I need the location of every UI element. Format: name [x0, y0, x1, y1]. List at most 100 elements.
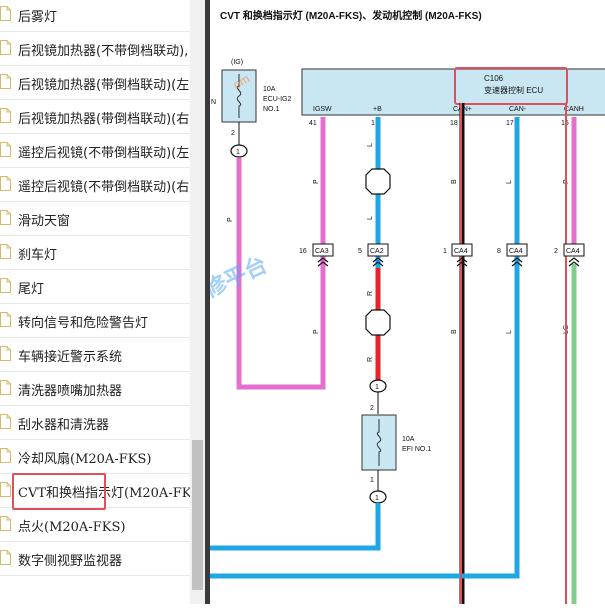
- pin-number-18: 18: [450, 120, 458, 127]
- sidebar-item[interactable]: 刹车灯: [0, 236, 190, 270]
- sidebar-item-label: 滑动天窗: [18, 214, 71, 229]
- pin-number-15: 15: [561, 120, 569, 127]
- document-icon: [0, 142, 11, 157]
- fuse2-pin-2: 2: [370, 405, 374, 412]
- selection-highlight: [12, 473, 106, 510]
- connector-ca2: CA2: [367, 243, 389, 267]
- connector-pin-2: 2: [554, 248, 558, 255]
- document-icon: [0, 40, 11, 55]
- sidebar-item-label: 后视镜加热器(不带倒档联动),: [18, 44, 189, 59]
- sidebar-item[interactable]: 数字侧视野监视器: [0, 542, 190, 576]
- connector-pin-16: 16: [299, 248, 307, 255]
- document-icon: [0, 414, 11, 429]
- sidebar: 后雾灯后视镜加热器(不带倒档联动), 后视镜加热器(带倒档联动)(左) 后视镜加热器…: [0, 0, 205, 604]
- wire-color-l1: L: [367, 143, 374, 147]
- sidebar-item-label: 点火(M20A-FKS): [18, 520, 126, 535]
- document-icon: [0, 176, 11, 191]
- document-icon: [0, 312, 11, 327]
- ecu-name: 变速器控制 ECU: [484, 85, 543, 95]
- sidebar-item[interactable]: 遥控后视镜(不带倒档联动)(右): [0, 168, 190, 202]
- pin-number-1: 1: [371, 120, 375, 127]
- document-icon: [0, 346, 11, 361]
- fuse2-pin-1: 1: [370, 477, 374, 484]
- wire-color-p3: P: [313, 329, 320, 334]
- sidebar-item-label: 车辆接近警示系统: [18, 350, 123, 365]
- connector-ca4-can-plus: CA4: [451, 243, 473, 267]
- document-icon: [0, 482, 11, 497]
- sidebar-item-label: 遥控后视镜(不带倒档联动)(左): [18, 146, 190, 161]
- pin-igsw: IGSW: [313, 106, 332, 113]
- sidebar-item[interactable]: 滑动天窗: [0, 202, 190, 236]
- document-icon: [0, 278, 11, 293]
- fuse2-symbol: [376, 419, 382, 466]
- sidebar-item-label: 后视镜加热器(带倒档联动)(右): [18, 112, 190, 127]
- ecu-highlight-box: [454, 67, 568, 105]
- pin-canh: CANH: [564, 106, 584, 113]
- sidebar-item-label: 后雾灯: [18, 10, 58, 25]
- sidebar-item-label: 遥控后视镜(不带倒档联动)(右): [18, 180, 190, 195]
- document-icon: [0, 244, 11, 259]
- sidebar-item-label: 尾灯: [18, 282, 45, 297]
- wire-color-p2: P: [313, 179, 320, 184]
- connector-ca4-canh: CA4: [563, 243, 585, 267]
- document-icon: [0, 380, 11, 395]
- wire-color-b1: B: [451, 179, 458, 184]
- wire-can-minus-blue: [210, 117, 520, 579]
- wire-color-r1: R: [367, 291, 374, 296]
- sidebar-item-label: 冷却风扇(M20A-FKS): [18, 452, 152, 467]
- wire-color-l3: L: [506, 180, 513, 184]
- sidebar-item-label: 后视镜加热器(带倒档联动)(左): [18, 78, 190, 93]
- fuse1-no: NO.1: [263, 106, 279, 113]
- connector-ca3: CA3: [312, 243, 334, 267]
- sidebar-item[interactable]: 遥控后视镜(不带倒档联动)(左): [0, 134, 190, 168]
- document-icon: [0, 210, 11, 225]
- connector-pin-1: 1: [443, 248, 447, 255]
- sidebar-item-label: 转向信号和危险警告灯: [18, 316, 149, 331]
- connector-pin-5: 5: [358, 248, 362, 255]
- document-icon: [0, 6, 11, 21]
- sidebar-item[interactable]: 冷却风扇(M20A-FKS): [0, 440, 190, 474]
- sidebar-item[interactable]: 后雾灯: [0, 0, 190, 32]
- connector-ca3-label: CA3: [315, 248, 329, 255]
- document-list: 后雾灯后视镜加热器(不带倒档联动), 后视镜加热器(带倒档联动)(左) 后视镜加热器…: [0, 0, 190, 604]
- fuse1-name: ECU-IG2: [263, 96, 292, 103]
- side-marker-n: N: [211, 99, 216, 106]
- diagram-title: CVT 和换档指示灯 (M20A-FKS)、发动机控制 (M20A-FKS): [220, 9, 482, 22]
- sidebar-item[interactable]: 转向信号和危险警告灯: [0, 304, 190, 338]
- sidebar-item[interactable]: 刮水器和清洗器: [0, 406, 190, 440]
- pane-divider[interactable]: [205, 0, 210, 604]
- connector-pin-8: 8: [497, 248, 501, 255]
- sidebar-item[interactable]: 尾灯: [0, 270, 190, 304]
- fuse1-ig-label: (IG): [231, 59, 243, 66]
- splice-2: [365, 309, 391, 336]
- wire-igsw-pink: [236, 117, 326, 390]
- sidebar-item[interactable]: 后视镜加热器(带倒档联动)(右): [0, 100, 190, 134]
- sidebar-item[interactable]: 清洗器喷嘴加热器: [0, 372, 190, 406]
- fuse2-top-terminal-1: 1: [375, 384, 379, 391]
- fuse1-pin-2: 2: [231, 130, 235, 137]
- wiring-diagram: CVT 和换档指示灯 (M20A-FKS)、发动机控制 (M20A-FKS) C…: [199, 0, 605, 604]
- sidebar-item-label: 刮水器和清洗器: [18, 418, 110, 433]
- pin-can-minus: CAN-: [509, 106, 527, 113]
- connector-ca4-c-label: CA4: [566, 248, 580, 255]
- pin-number-17: 17: [506, 120, 514, 127]
- sidebar-item[interactable]: 车辆接近警示系统: [0, 338, 190, 372]
- connector-ca4-can-minus: CA4: [506, 243, 528, 267]
- document-icon: [0, 108, 11, 123]
- sidebar-item-label: 刹车灯: [18, 248, 58, 263]
- document-icon: [0, 550, 11, 565]
- splice-1: [365, 168, 391, 195]
- sidebar-item[interactable]: 后视镜加热器(不带倒档联动),: [0, 32, 190, 66]
- wire-color-p1: P: [227, 217, 234, 222]
- scrollbar-thumb[interactable]: [192, 440, 203, 590]
- sidebar-item[interactable]: 后视镜加热器(带倒档联动)(左): [0, 66, 190, 100]
- sidebar-item[interactable]: 点火(M20A-FKS): [0, 508, 190, 542]
- fuse1-terminal: [230, 144, 248, 158]
- ecu-code: C106: [484, 74, 504, 83]
- fuse2-bottom-terminal-1: 1: [375, 495, 379, 502]
- wire-color-l2: L: [367, 216, 374, 220]
- connector-ca4-b-label: CA4: [509, 248, 523, 255]
- sidebar-item-label: 清洗器喷嘴加热器: [18, 384, 123, 399]
- wire-color-r2: R: [367, 357, 374, 362]
- fuse1-symbol: [236, 74, 242, 118]
